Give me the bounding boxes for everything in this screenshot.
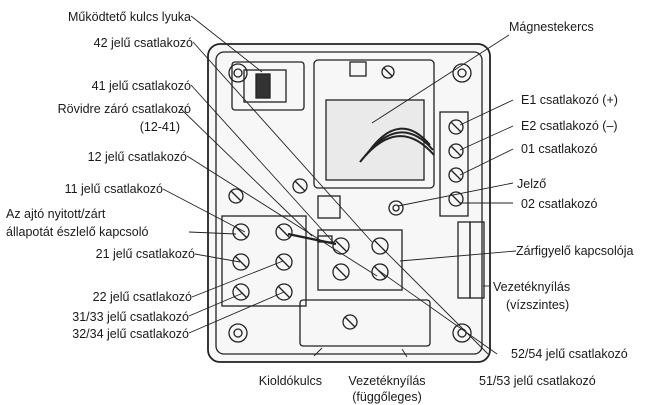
actuator-key-hole-shape	[231, 61, 305, 111]
leader-lines	[162, 15, 517, 358]
label-terminal-32-34: 32/34 jelű csatlakozó	[72, 327, 189, 341]
label-terminal-12: 12 jelű csatlakozó	[88, 150, 187, 164]
mounting-holes	[228, 63, 472, 343]
label-short-circuit-2: (12-41)	[140, 120, 180, 134]
right-terminal-strip	[439, 111, 469, 217]
label-indicator: Jelző	[517, 177, 546, 191]
indicator-lamp-shape	[388, 200, 404, 216]
label-actuator-key-hole: Működtető kulcs lyuka	[68, 10, 191, 24]
label-terminal-41: 41 jelű csatlakozó	[92, 79, 191, 93]
label-lock-monitor-switch: Zárfigyelő kapcsolója	[516, 244, 633, 258]
label-terminal-02: 02 csatlakozó	[521, 197, 597, 211]
label-terminal-01: 01 csatlakozó	[521, 142, 597, 156]
door-switch-block	[221, 215, 307, 307]
label-terminal-22: 22 jelű csatlakozó	[93, 290, 192, 304]
label-terminal-21: 21 jelű csatlakozó	[96, 247, 195, 261]
label-terminal-31-33: 31/33 jelű csatlakozó	[72, 310, 189, 324]
device-drawing	[207, 43, 491, 363]
label-horizontal-wire-hole-1: Vezetéknyílás	[493, 280, 570, 294]
label-terminal-42: 42 jelű csatlakozó	[94, 36, 193, 50]
label-door-switch-1: Az ajtó nyitott/zárt	[6, 207, 106, 221]
label-vertical-wire-hole-2: (függőleges)	[352, 390, 422, 404]
label-terminal-e1: E1 csatlakozó (+)	[521, 93, 618, 107]
label-solenoid-coil: Mágnestekercs	[509, 20, 594, 34]
label-terminal-52-54: 52/54 jelű csatlakozó	[511, 347, 628, 361]
label-release-key: Kioldókulcs	[259, 374, 322, 388]
label-horizontal-wire-hole-2: (vízszintes)	[506, 298, 569, 312]
callout-labels: Működtető kulcs lyuka 42 jelű csatlakozó…	[6, 10, 633, 404]
label-short-circuit-1: Rövidre záró csatlakozó	[58, 102, 191, 116]
label-vertical-wire-hole-1: Vezetéknyílás	[348, 374, 425, 388]
solenoid-coil-shape	[313, 59, 435, 189]
label-terminal-11: 11 jelű csatlakozó	[65, 182, 163, 196]
label-door-switch-2: állapotát észlelő kapcsoló	[6, 225, 148, 239]
label-terminal-e2: E2 csatlakozó (–)	[521, 119, 618, 133]
label-terminal-51-53: 51/53 jelű csatlakozó	[479, 374, 596, 388]
